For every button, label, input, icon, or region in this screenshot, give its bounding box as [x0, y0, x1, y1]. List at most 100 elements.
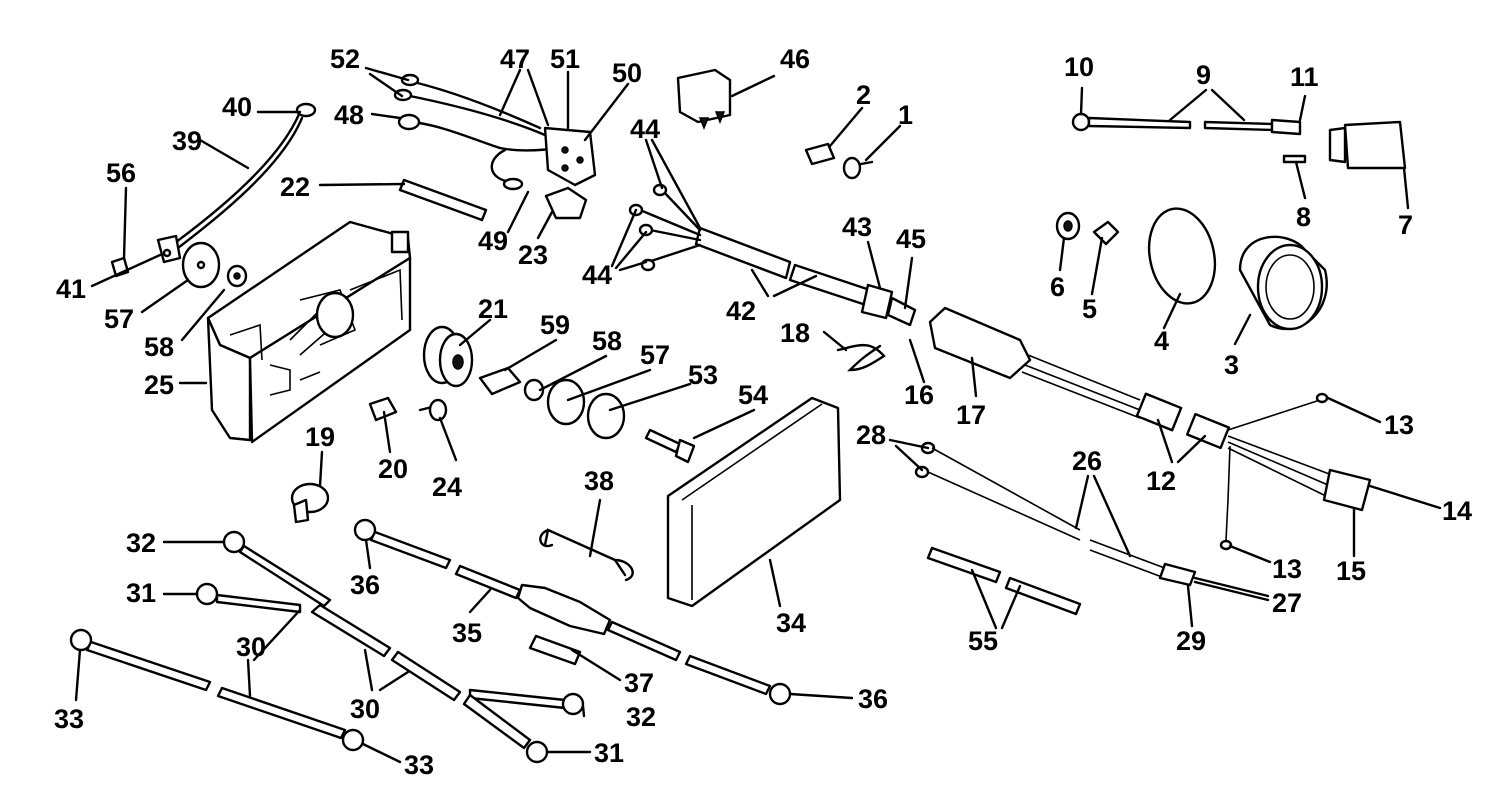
callout-35: 35 — [452, 618, 482, 648]
callout-40: 40 — [222, 92, 252, 122]
callout-26: 26 — [1072, 446, 1102, 476]
callout-23: 23 — [518, 240, 548, 270]
part-sleeve-22 — [398, 178, 488, 222]
callout-13-bottom: 13 — [1272, 554, 1302, 584]
callout-16: 16 — [904, 380, 934, 410]
callout-58-left: 58 — [144, 332, 174, 362]
callout-28: 28 — [856, 420, 886, 450]
callout-30-top: 30 — [236, 632, 266, 662]
callout-48: 48 — [334, 100, 364, 130]
callout-31-top: 31 — [126, 578, 156, 608]
callout-21: 21 — [478, 294, 508, 324]
callout-5: 5 — [1082, 294, 1097, 324]
callout-34: 34 — [776, 608, 806, 638]
callout-57-right: 57 — [640, 340, 670, 370]
callout-14: 14 — [1442, 496, 1472, 526]
part-sleeve-55a — [926, 546, 1002, 584]
part-screw-1 — [842, 156, 874, 180]
part-clip-20 — [368, 396, 398, 422]
part-clip-2 — [804, 142, 836, 166]
callout-20: 20 — [378, 454, 408, 484]
part-washer-57-right — [546, 378, 586, 426]
part-gauge-3 — [1238, 235, 1328, 331]
part-connector-23 — [544, 186, 588, 220]
part-clamp-19 — [290, 482, 330, 524]
callout-10: 10 — [1064, 52, 1094, 82]
callout-55: 55 — [968, 626, 998, 656]
part-battery-cables — [69, 530, 585, 764]
callout-41: 41 — [56, 274, 86, 304]
callout-58-right: 58 — [592, 326, 622, 356]
part-bulb-5 — [1092, 220, 1120, 246]
callout-32-top: 32 — [126, 528, 156, 558]
callout-33-bottom: 33 — [404, 750, 434, 780]
callout-15: 15 — [1336, 556, 1366, 586]
callout-57-left: 57 — [104, 304, 134, 334]
part-socket-6 — [1055, 211, 1081, 241]
callout-44-top: 44 — [630, 114, 660, 144]
callout-53: 53 — [688, 360, 718, 390]
callout-11: 11 — [1290, 62, 1319, 92]
callout-3: 3 — [1224, 350, 1239, 380]
part-relay-harness — [393, 73, 597, 191]
callout-27: 27 — [1272, 588, 1302, 618]
washer-hole — [233, 272, 241, 280]
part-bolt-54 — [644, 428, 696, 464]
callout-51: 51 — [550, 44, 580, 74]
callout-39: 39 — [172, 126, 202, 156]
callout-36-bottom: 36 — [858, 684, 888, 714]
callout-54: 54 — [738, 380, 768, 410]
washer-hole — [196, 260, 206, 270]
callout-8: 8 — [1296, 202, 1311, 232]
part-washer-53 — [586, 392, 626, 440]
callout-7: 7 — [1398, 210, 1413, 240]
part-electrical-box — [206, 220, 412, 444]
callout-42: 42 — [726, 296, 756, 326]
part-bushing-59 — [478, 366, 522, 396]
callout-46: 46 — [780, 44, 810, 74]
part-screw-24 — [418, 398, 448, 422]
callout-6: 6 — [1050, 272, 1065, 302]
callout-13-top: 13 — [1384, 410, 1414, 440]
part-relay-46 — [676, 68, 732, 131]
callout-32-bottom: 32 — [626, 702, 656, 732]
part-wire-9 — [1071, 112, 1302, 136]
leader-lines — [74, 66, 1442, 764]
callout-44-bottom: 44 — [582, 260, 612, 290]
part-sleeve-55b — [1004, 576, 1082, 616]
part-retainer-38 — [539, 528, 634, 582]
callout-59: 59 — [540, 310, 570, 340]
part-pin-8 — [1282, 154, 1307, 164]
part-fuse-cable — [353, 518, 792, 706]
callout-1: 1 — [898, 100, 913, 130]
callout-19: 19 — [305, 422, 335, 452]
callout-31-bottom: 31 — [594, 738, 624, 768]
callout-36-top: 36 — [350, 570, 380, 600]
callout-49: 49 — [478, 226, 508, 256]
callout-45: 45 — [896, 224, 926, 254]
callout-50: 50 — [612, 58, 642, 88]
callout-29: 29 — [1176, 626, 1206, 656]
callout-22: 22 — [280, 172, 310, 202]
callout-9: 9 — [1196, 60, 1211, 90]
part-washer-58-right — [523, 378, 545, 402]
part-grommet-21 — [422, 325, 474, 388]
part-plug-17 — [928, 306, 1372, 551]
callout-24: 24 — [432, 472, 462, 502]
callout-18: 18 — [780, 318, 810, 348]
callout-30-bottom: 30 — [350, 694, 380, 724]
callout-25: 25 — [144, 370, 174, 400]
callout-38: 38 — [584, 466, 614, 496]
callout-56: 56 — [106, 158, 136, 188]
part-harness-42 — [628, 183, 917, 327]
part-housing-7 — [1328, 120, 1407, 170]
callout-52: 52 — [330, 44, 360, 74]
callout-4: 4 — [1154, 326, 1169, 356]
part-ring-4 — [1147, 207, 1217, 305]
callout-47: 47 — [500, 44, 530, 74]
callout-labels: 52 47 51 50 40 48 39 56 22 49 23 41 57 5… — [54, 44, 1472, 780]
callout-37: 37 — [624, 668, 654, 698]
part-cover-34 — [666, 396, 842, 608]
